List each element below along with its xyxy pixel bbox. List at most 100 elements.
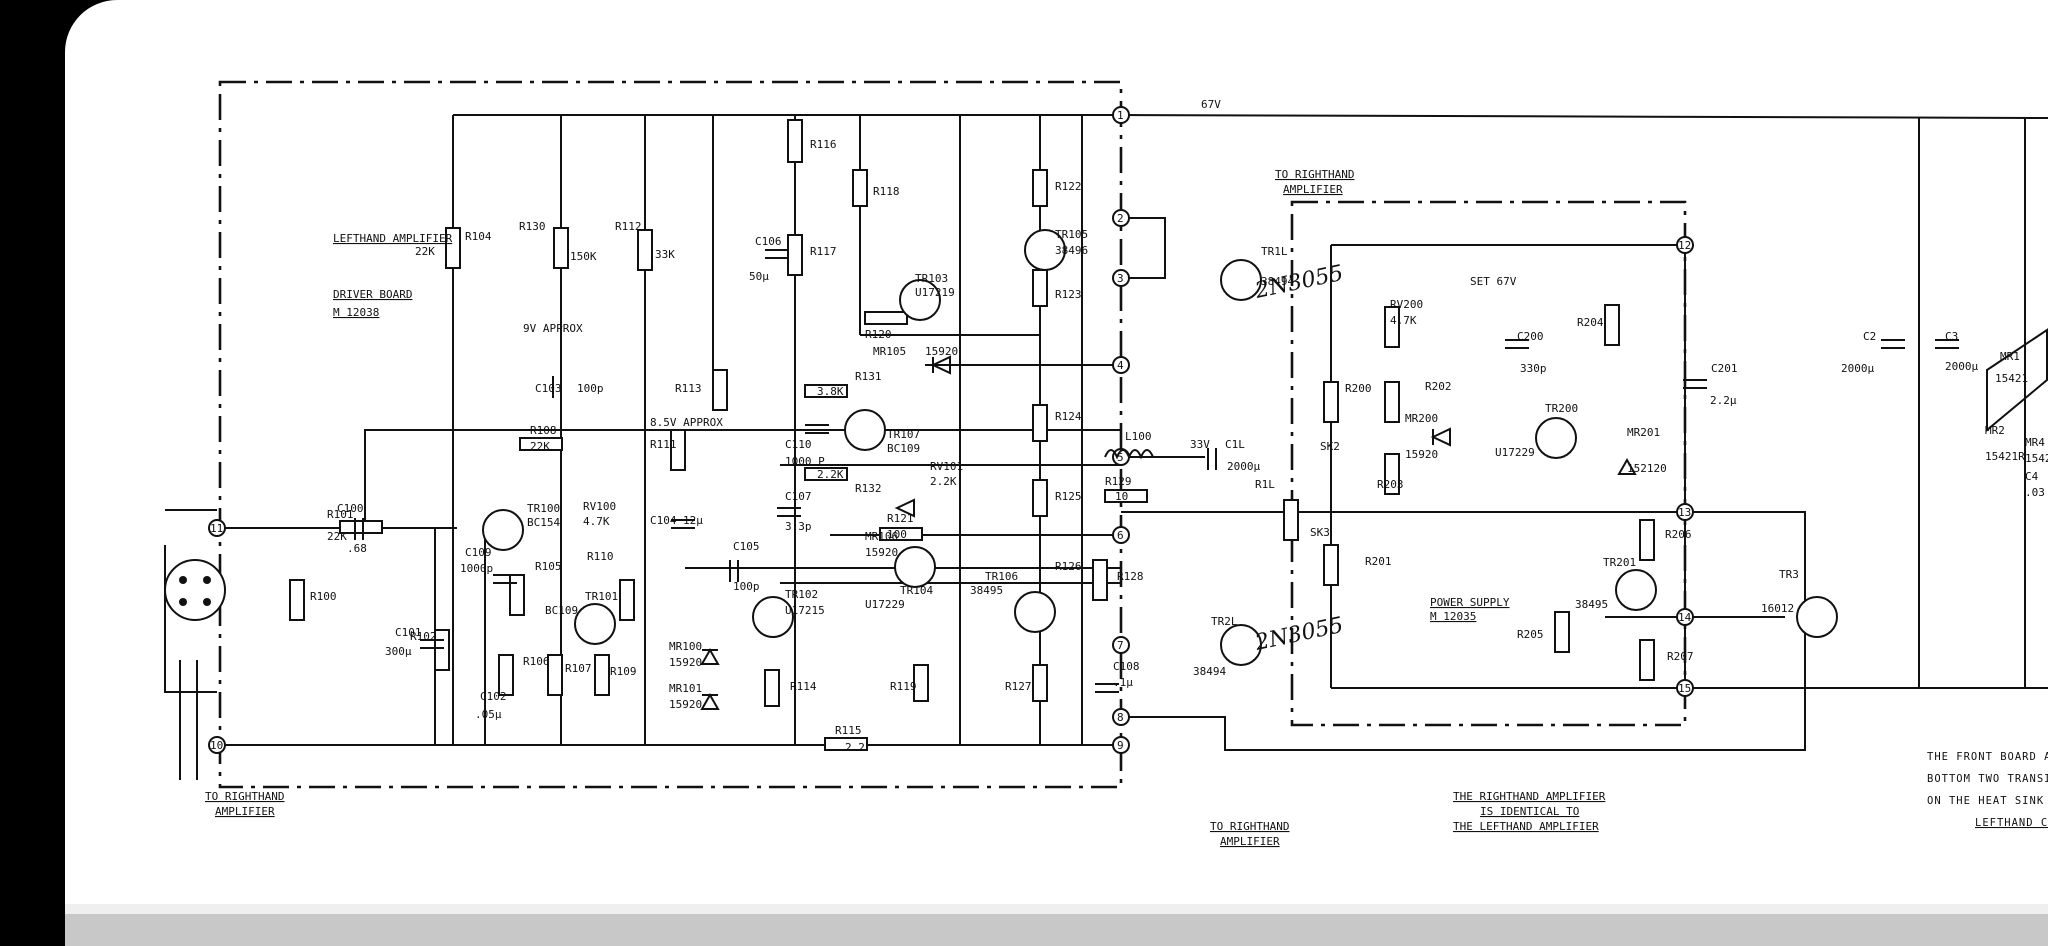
svg-text:C3: C3	[1945, 330, 1958, 343]
svg-text:16012: 16012	[1761, 602, 1794, 615]
svg-text:.05μ: .05μ	[475, 708, 502, 721]
svg-text:8: 8	[1117, 711, 1124, 724]
svg-text:3.8K: 3.8K	[817, 385, 844, 398]
svg-text:.1μ: .1μ	[1113, 676, 1133, 689]
svg-text:4.7K: 4.7K	[583, 515, 610, 528]
svg-text:C106: C106	[755, 235, 782, 248]
svg-text:C104: C104	[650, 514, 677, 527]
svg-text:12μ: 12μ	[683, 514, 703, 527]
sk1-connector[interactable]	[164, 559, 226, 621]
svg-text:R201: R201	[1365, 555, 1392, 568]
svg-text:2.2: 2.2	[845, 741, 865, 754]
svg-text:TR104: TR104	[900, 584, 933, 597]
svg-text:MR200: MR200	[1405, 412, 1438, 425]
front-board-3: ON THE HEAT SINK ARE TO	[1927, 795, 2048, 807]
svg-text:7: 7	[1117, 639, 1124, 652]
svg-text:MR201: MR201	[1627, 426, 1660, 439]
svg-text:11: 11	[210, 522, 223, 535]
svg-text:R130: R130	[519, 220, 546, 233]
svg-text:TR107: TR107	[887, 428, 920, 441]
svg-text:C4: C4	[2025, 470, 2039, 483]
inductor-l100	[1104, 449, 1154, 460]
svg-text:MR106: MR106	[865, 530, 898, 543]
to-right-top-2: AMPLIFIER	[1283, 183, 1343, 196]
terminal-pins	[208, 106, 1694, 754]
svg-text:R118: R118	[873, 185, 900, 198]
svg-text:1542: 1542	[2025, 452, 2048, 465]
svg-text:10: 10	[1115, 490, 1128, 503]
svg-text:MR100: MR100	[669, 640, 702, 653]
svg-text:R207: R207	[1667, 650, 1694, 663]
svg-text:R107: R107	[565, 662, 592, 675]
svg-text:300μ: 300μ	[385, 645, 412, 658]
svg-text:R115: R115	[835, 724, 862, 737]
svg-text:152120: 152120	[1627, 462, 1667, 475]
driver-title: LEFTHAND AMPLIFIER	[333, 232, 453, 245]
svg-text:R125: R125	[1055, 490, 1082, 503]
svg-text:TR106: TR106	[985, 570, 1018, 583]
component-labels: R104 22K R130 150K R112 33K R116 R117 R1…	[310, 138, 2048, 754]
svg-text:2000μ: 2000μ	[1945, 360, 1978, 373]
svg-text:R1L: R1L	[1255, 478, 1275, 491]
to-right-bottom-2: AMPLIFIER	[1220, 835, 1280, 848]
bottom-strip-light	[65, 904, 2048, 914]
svg-text:R129: R129	[1105, 475, 1132, 488]
svg-text:RV200: RV200	[1390, 298, 1423, 311]
svg-text:1000 P: 1000 P	[785, 455, 825, 468]
note-67v: 67V	[1201, 98, 1221, 111]
svg-text:R119: R119	[890, 680, 917, 693]
svg-text:R106: R106	[523, 655, 550, 668]
svg-text:22K: 22K	[327, 530, 347, 543]
svg-text:C105: C105	[733, 540, 760, 553]
svg-text:15421R: 15421R	[1985, 450, 2025, 463]
svg-text:C109: C109	[465, 546, 492, 559]
svg-text:L100: L100	[1125, 430, 1152, 443]
svg-text:R202: R202	[1425, 380, 1452, 393]
svg-text:BC109: BC109	[887, 442, 920, 455]
svg-text:TR200: TR200	[1545, 402, 1578, 415]
svg-text:TR101: TR101	[585, 590, 618, 603]
svg-text:14: 14	[1678, 611, 1692, 624]
svg-text:SK2: SK2	[1320, 440, 1340, 453]
diodes	[700, 328, 2048, 710]
svg-text:50μ: 50μ	[749, 270, 769, 283]
psu-code: M 12035	[1430, 610, 1476, 623]
svg-text:38495: 38495	[1575, 598, 1608, 611]
to-right-bottom-1: TO RIGHTHAND	[1210, 820, 1289, 833]
svg-text:3.3p: 3.3p	[785, 520, 812, 533]
svg-text:R131: R131	[855, 370, 882, 383]
rail-67v	[453, 114, 2048, 119]
svg-text:TR201: TR201	[1603, 556, 1636, 569]
schematic-frame: LEFTHAND AMPLIFIER DRIVER BOARD M 12038 …	[65, 0, 2048, 946]
svg-text:.68: .68	[347, 542, 367, 555]
svg-text:6: 6	[1117, 529, 1124, 542]
svg-text:C110: C110	[785, 438, 812, 451]
svg-text:15: 15	[1678, 682, 1691, 695]
svg-text:150K: 150K	[570, 250, 597, 263]
terminal-numbers: 1 2 3 4 5 6 7 8 9 10 11 12 13 14 15	[210, 109, 1692, 752]
note-33v: 33V	[1190, 438, 1210, 451]
svg-text:C2: C2	[1863, 330, 1876, 343]
svg-text:TR103: TR103	[915, 272, 948, 285]
svg-text:MR2: MR2	[1985, 424, 2005, 437]
driver-board-outline	[218, 80, 1123, 789]
to-right-left-2: AMPLIFIER	[215, 805, 275, 818]
to-right-top-1: TO RIGHTHAND	[1275, 168, 1354, 181]
svg-text:BC109: BC109	[545, 604, 578, 617]
svg-text:2: 2	[1117, 212, 1124, 225]
svg-text:R206: R206	[1665, 528, 1692, 541]
svg-text:R111: R111	[650, 438, 677, 451]
svg-text:C103: C103	[535, 382, 562, 395]
svg-text:TR102: TR102	[785, 588, 818, 601]
svg-text:15421: 15421	[1995, 372, 2028, 385]
svg-text:C201: C201	[1711, 362, 1738, 375]
svg-text:22K: 22K	[415, 245, 435, 258]
svg-text:C200: C200	[1517, 330, 1544, 343]
svg-text:R205: R205	[1517, 628, 1544, 641]
driver-code: M 12038	[333, 306, 379, 319]
svg-text:MR105: MR105	[873, 345, 906, 358]
svg-text:15920: 15920	[925, 345, 958, 358]
svg-text:R116: R116	[810, 138, 837, 151]
svg-text:C107: C107	[785, 490, 812, 503]
svg-text:R112: R112	[615, 220, 642, 233]
